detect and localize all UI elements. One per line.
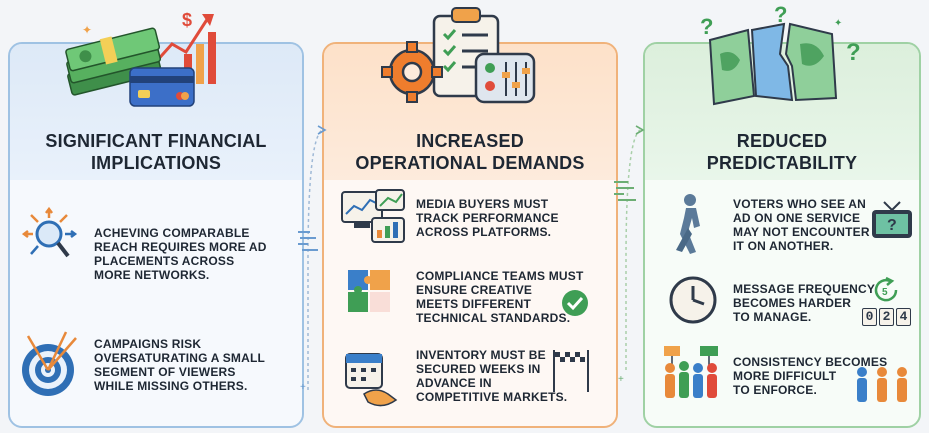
- text-line: CAMPAIGNS RISK: [94, 337, 202, 351]
- tv-question-icon: ?: [872, 201, 912, 238]
- counter-digit: 4: [896, 308, 911, 326]
- text-line: INVENTORY MUST BE: [416, 348, 546, 362]
- refresh-five-icon: 5: [874, 276, 898, 302]
- operational-item-3-text: INVENTORY MUST BE SECURED WEEKS IN ADVAN…: [416, 348, 567, 404]
- text-line: IT ON ANOTHER.: [733, 239, 834, 253]
- text-line: MORE NETWORKS.: [94, 268, 210, 282]
- text-line: TO MANAGE.: [733, 310, 812, 324]
- crowd-signs-icon: [664, 346, 718, 398]
- title-line: REDUCED: [736, 131, 828, 151]
- predictability-item-2-text: MESSAGE FREQUENCY BECOMES HARDER TO MANA…: [733, 282, 875, 324]
- text-line: OVERSATURATING A SMALL: [94, 351, 266, 365]
- text-line: ACHEVING COMPARABLE: [94, 226, 250, 240]
- text-line: SECURED WEEKS IN: [416, 362, 541, 376]
- connector-arrow-1: +: [298, 125, 327, 393]
- svg-text:+: +: [300, 382, 306, 393]
- text-line: SEGMENT OF VIEWERS: [94, 365, 236, 379]
- gear-clipboard-controls-icon: [381, 7, 536, 104]
- title-line: INCREASED: [416, 131, 524, 151]
- text-line: CONSISTENCY BECOMES: [733, 355, 888, 369]
- title-line: PREDICTABILITY: [706, 153, 858, 173]
- svg-text:5: 5: [882, 287, 888, 298]
- walking-person-icon: [676, 194, 700, 254]
- reduced-predictability-title: REDUCED PREDICTABILITY: [645, 130, 919, 174]
- text-line: PLACEMENTS ACROSS: [94, 254, 235, 268]
- svg-text:?: ?: [700, 14, 713, 39]
- text-line: ENSURE CREATIVE: [416, 283, 533, 297]
- financial-item-1-text: ACHEVING COMPARABLE REACH REQUIRES MORE …: [94, 226, 267, 282]
- torn-map-question-icon: ? ? ? ✦: [700, 4, 861, 106]
- text-line: COMPLIANCE TEAMS MUST: [416, 269, 584, 283]
- text-line: MEETS DIFFERENT: [416, 297, 532, 311]
- operational-demands-title: INCREASED OPERATIONAL DEMANDS: [324, 130, 616, 174]
- dashboard-charts-icon: [341, 189, 405, 243]
- title-line: OPERATIONAL DEMANDS: [355, 153, 585, 173]
- text-line: BECOMES HARDER: [733, 296, 852, 310]
- puzzle-checkmark-icon: [348, 270, 390, 312]
- svg-text:$: $: [182, 10, 192, 30]
- connector-arrow-2: +: [614, 125, 645, 385]
- text-line: ACROSS PLATFORMS.: [416, 225, 552, 239]
- svg-text:?: ?: [887, 217, 897, 234]
- money-stack-credit-card-chart-icon: $ ✦: [65, 10, 216, 107]
- svg-text:✦: ✦: [82, 23, 92, 37]
- svg-text:✦: ✦: [834, 18, 842, 29]
- text-line: ADVANCE IN: [416, 376, 492, 390]
- financial-implications-title: SIGNIFICANT FINANCIAL IMPLICATIONS: [10, 130, 302, 174]
- operational-item-2-text: COMPLIANCE TEAMS MUST ENSURE CREATIVE ME…: [416, 269, 584, 325]
- svg-text:?: ?: [846, 39, 861, 66]
- predictability-item-1-text: VOTERS WHO SEE AN AD ON ONE SERVICE MAY …: [733, 197, 870, 253]
- text-line: TRACK PERFORMANCE: [416, 211, 559, 225]
- svg-text:?: ?: [774, 4, 787, 27]
- calendar-handshake-icon: [345, 353, 398, 407]
- counter-digit: 2: [879, 308, 894, 326]
- financial-item-2-text: CAMPAIGNS RISK OVERSATURATING A SMALL SE…: [94, 337, 265, 393]
- text-line: MAY NOT ENCOUNTER: [733, 225, 870, 239]
- text-line: TO ENFORCE.: [733, 383, 817, 397]
- text-line: MESSAGE FREQUENCY: [733, 282, 876, 296]
- operational-item-1-text: MEDIA BUYERS MUST TRACK PERFORMANCE ACRO…: [416, 197, 559, 239]
- predictability-item-3-text: CONSISTENCY BECOMES MORE DIFFICULT TO EN…: [733, 355, 887, 397]
- text-line: VOTERS WHO SEE AN: [733, 197, 866, 211]
- clock-icon: [669, 276, 717, 324]
- text-line: REACH REQUIRES MORE AD: [94, 240, 267, 254]
- checkmark-circle-icon: [562, 290, 588, 316]
- text-line: AD ON ONE SERVICE: [733, 211, 861, 225]
- counter-digit: 0: [862, 308, 877, 326]
- three-people-icon: [857, 367, 907, 402]
- text-line: MEDIA BUYERS MUST: [416, 197, 549, 211]
- magnifier-arrows-icon: [22, 206, 78, 258]
- text-line: MORE DIFFICULT: [733, 369, 837, 383]
- title-line: IMPLICATIONS: [90, 153, 222, 173]
- title-line: SIGNIFICANT FINANCIAL: [45, 131, 267, 151]
- checkered-flag-icon: [553, 350, 589, 392]
- text-line: TECHNICAL STANDARDS.: [416, 311, 571, 325]
- svg-text:+: +: [618, 374, 624, 385]
- counter-digits-display: 0 2 4: [862, 308, 911, 326]
- text-line: WHILE MISSING OTHERS.: [94, 379, 248, 393]
- text-line: COMPETITIVE MARKETS.: [416, 390, 568, 404]
- target-arrows-icon: [22, 331, 77, 396]
